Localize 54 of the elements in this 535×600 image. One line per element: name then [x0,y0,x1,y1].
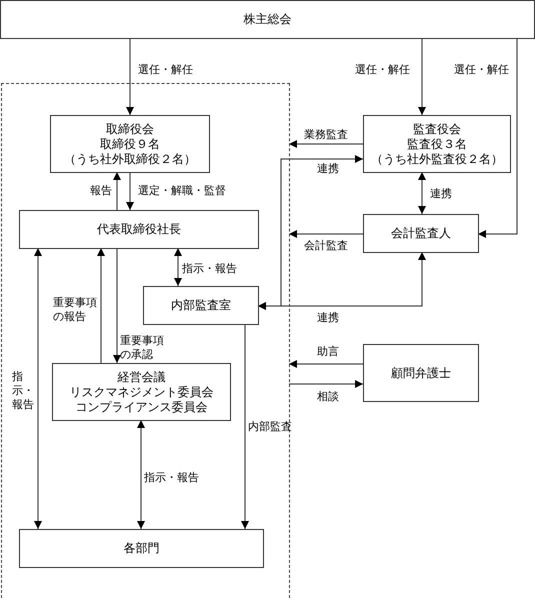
edge-label: 連携 [317,162,339,176]
edge-label: 相談 [317,390,339,404]
box-text: （うち社外取締役２名） [64,152,196,166]
auditors-box [363,115,511,173]
edge-label: 指示・報告 [12,370,35,412]
edge-label: 業務監査 [304,128,348,142]
arrow [288,360,364,368]
meeting-box: 株主総会 [0,0,535,39]
edge-label: 選任・解任 [138,63,193,77]
box-text: 取締役９名 [100,136,160,152]
edge-label: 重要事項の報告 [53,296,98,324]
edge-label: 選任・解任 [454,63,509,77]
arrow [34,248,42,530]
accountant-box: 会計監査人 [363,214,479,253]
committee-box [52,363,231,421]
edge-label: 連携 [430,187,452,201]
arrow [113,248,121,364]
board-box [50,115,210,173]
arrow [478,38,518,238]
arrow [288,230,364,238]
box-text: リスクマネジメント委員会 [70,384,214,400]
dashed-frame [1,83,290,600]
edge-label: 指示・報告 [182,262,237,276]
edge-label: 選任・解任 [355,63,410,77]
edge-label: 連携 [317,311,339,325]
arrow [241,324,249,530]
arrow [258,252,426,310]
arrow [126,38,134,116]
president-box: 代表取締役社長 [19,210,259,249]
box-text: 監査役会 [413,122,461,136]
arrow [418,172,426,214]
arrow [288,140,364,148]
arrow [97,248,105,364]
edge-label: 指示・報告 [144,471,199,485]
box-text: 取締役会 [106,122,154,136]
arrow [137,420,145,530]
edge-label: 会計監査 [304,239,348,253]
arrow [288,380,364,388]
edge-label: 助言 [317,345,339,359]
arrow [113,172,121,210]
lawyer-box: 顧問弁護士 [363,344,479,402]
edge-label: 報告 [90,184,112,198]
edge-label: 内部監査 [248,420,292,434]
arrow [174,248,182,286]
arrow [418,38,426,116]
arrow [126,172,134,210]
box-text: 監査役３名 [407,136,467,152]
departments-box: 各部門 [19,529,264,568]
box-text: （うち社外監査役２名） [371,152,503,166]
audit-office-box: 内部監査室 [143,286,259,325]
edge-label: 選定・解職・監督 [138,184,226,198]
box-text: コンプライアンス委員会 [76,400,208,414]
edge-label: 重要事項の承認 [120,334,165,362]
box-text: 経営会議 [118,370,166,384]
